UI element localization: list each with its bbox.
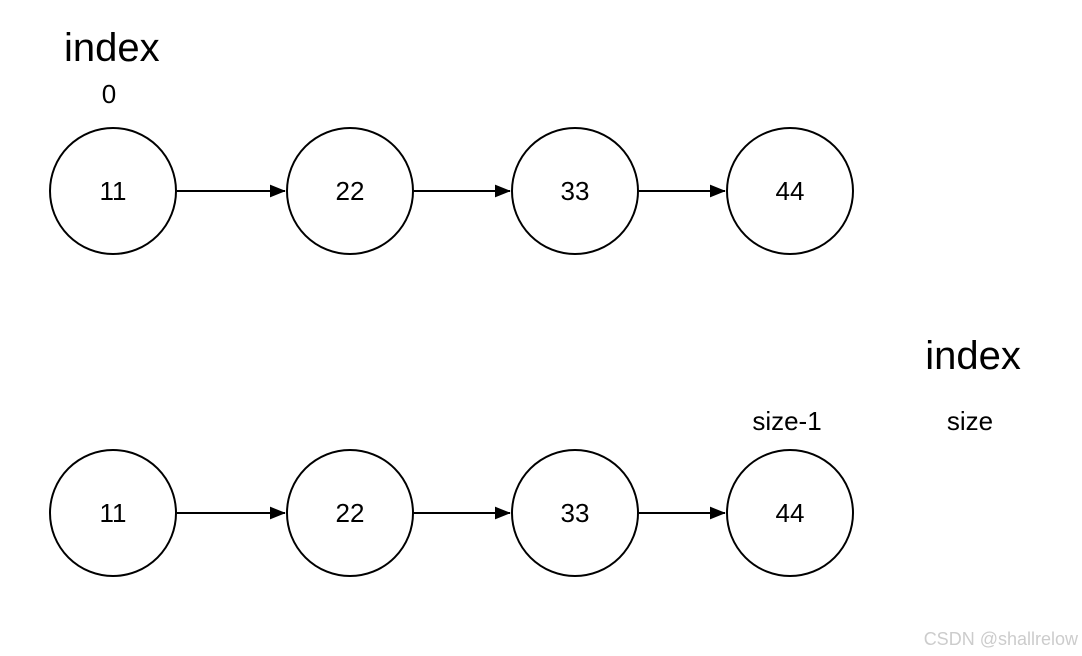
top-index-label: index (64, 26, 160, 70)
node-value: 11 (100, 176, 127, 206)
list-node-circle (286, 449, 414, 577)
list-node-circle (49, 127, 177, 255)
node-value: 33 (561, 176, 590, 206)
list-node-circle (511, 449, 639, 577)
node-value: 44 (776, 176, 805, 206)
node-value: 44 (776, 498, 805, 528)
node-value: 22 (336, 176, 365, 206)
list-node-circle (511, 127, 639, 255)
list-node-circle (726, 127, 854, 255)
list-node-circle (726, 449, 854, 577)
size-position-label: size (946, 406, 994, 436)
node-value: 33 (561, 498, 590, 528)
watermark-text: CSDN @shallrelow (923, 629, 1078, 649)
linked-list-top: 11 22 33 44 (49, 127, 854, 255)
first-node-index-label: 0 (101, 79, 117, 109)
node-value: 11 (100, 498, 127, 528)
linked-list-bottom: 11 22 33 44 (49, 449, 854, 577)
bottom-index-label: index (925, 334, 1021, 378)
list-node-circle (49, 449, 177, 577)
node-value: 22 (336, 498, 365, 528)
last-node-index-label: size-1 (752, 406, 822, 436)
list-node-circle (286, 127, 414, 255)
